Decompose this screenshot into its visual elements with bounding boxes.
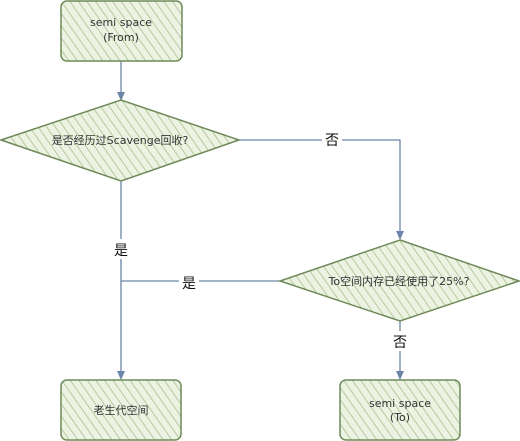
edge-label-d2-yes: 是: [182, 276, 196, 292]
edge-labels: 否 是 是 否: [111, 129, 410, 351]
edge-decision1-no: [239, 139, 404, 240]
edge-label-d1-no: 否: [325, 133, 339, 149]
edges: [117, 61, 404, 380]
node-old-label: 老生代空间: [94, 403, 149, 417]
node-from-line2: (From): [103, 31, 139, 44]
decision-scavenge: 是否经历过Scavenge回收?: [0, 99, 242, 182]
node-old-generation: 老生代空间: [60, 379, 182, 441]
node-to-line1: semi space: [369, 397, 431, 410]
node-semi-space-from: semi space (From): [60, 0, 183, 62]
node-to-line2: (To): [390, 411, 410, 424]
node-semi-space-to: semi space (To): [339, 379, 461, 441]
decision-to-space-label: To空间内存已经使用了25%?: [328, 274, 470, 288]
decision-scavenge-label: 是否经历过Scavenge回收?: [52, 133, 189, 147]
decision-to-space-usage: To空间内存已经使用了25%?: [277, 239, 520, 322]
node-from-line1: semi space: [90, 16, 152, 29]
edge-label-d2-no: 否: [393, 335, 407, 351]
edge-label-d1-yes: 是: [114, 243, 128, 259]
